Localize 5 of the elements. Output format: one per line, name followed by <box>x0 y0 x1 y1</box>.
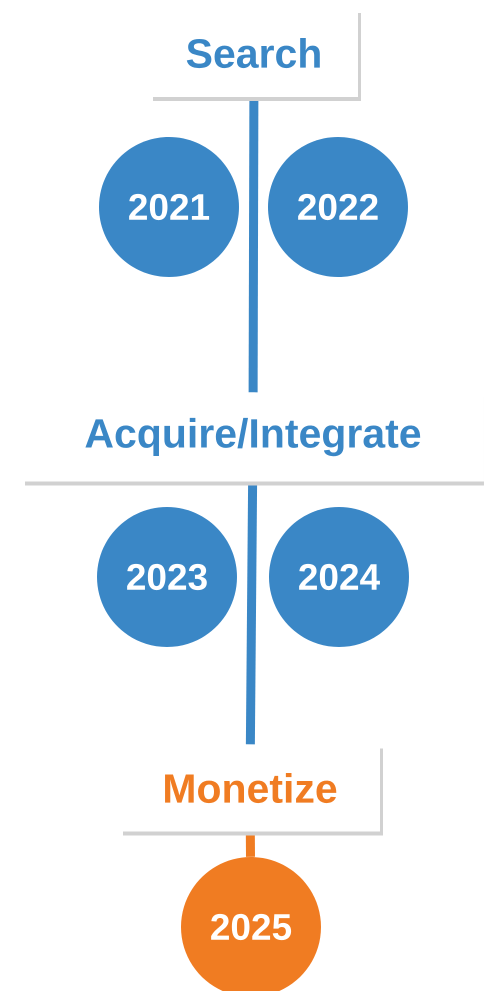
node-label: Acquire/Integrate <box>85 418 420 456</box>
stage-box: Search <box>150 9 361 101</box>
node-label: Search <box>186 38 320 68</box>
stage-box: Monetize <box>120 744 383 836</box>
stage-box: Acquire/Integrate <box>22 392 484 486</box>
